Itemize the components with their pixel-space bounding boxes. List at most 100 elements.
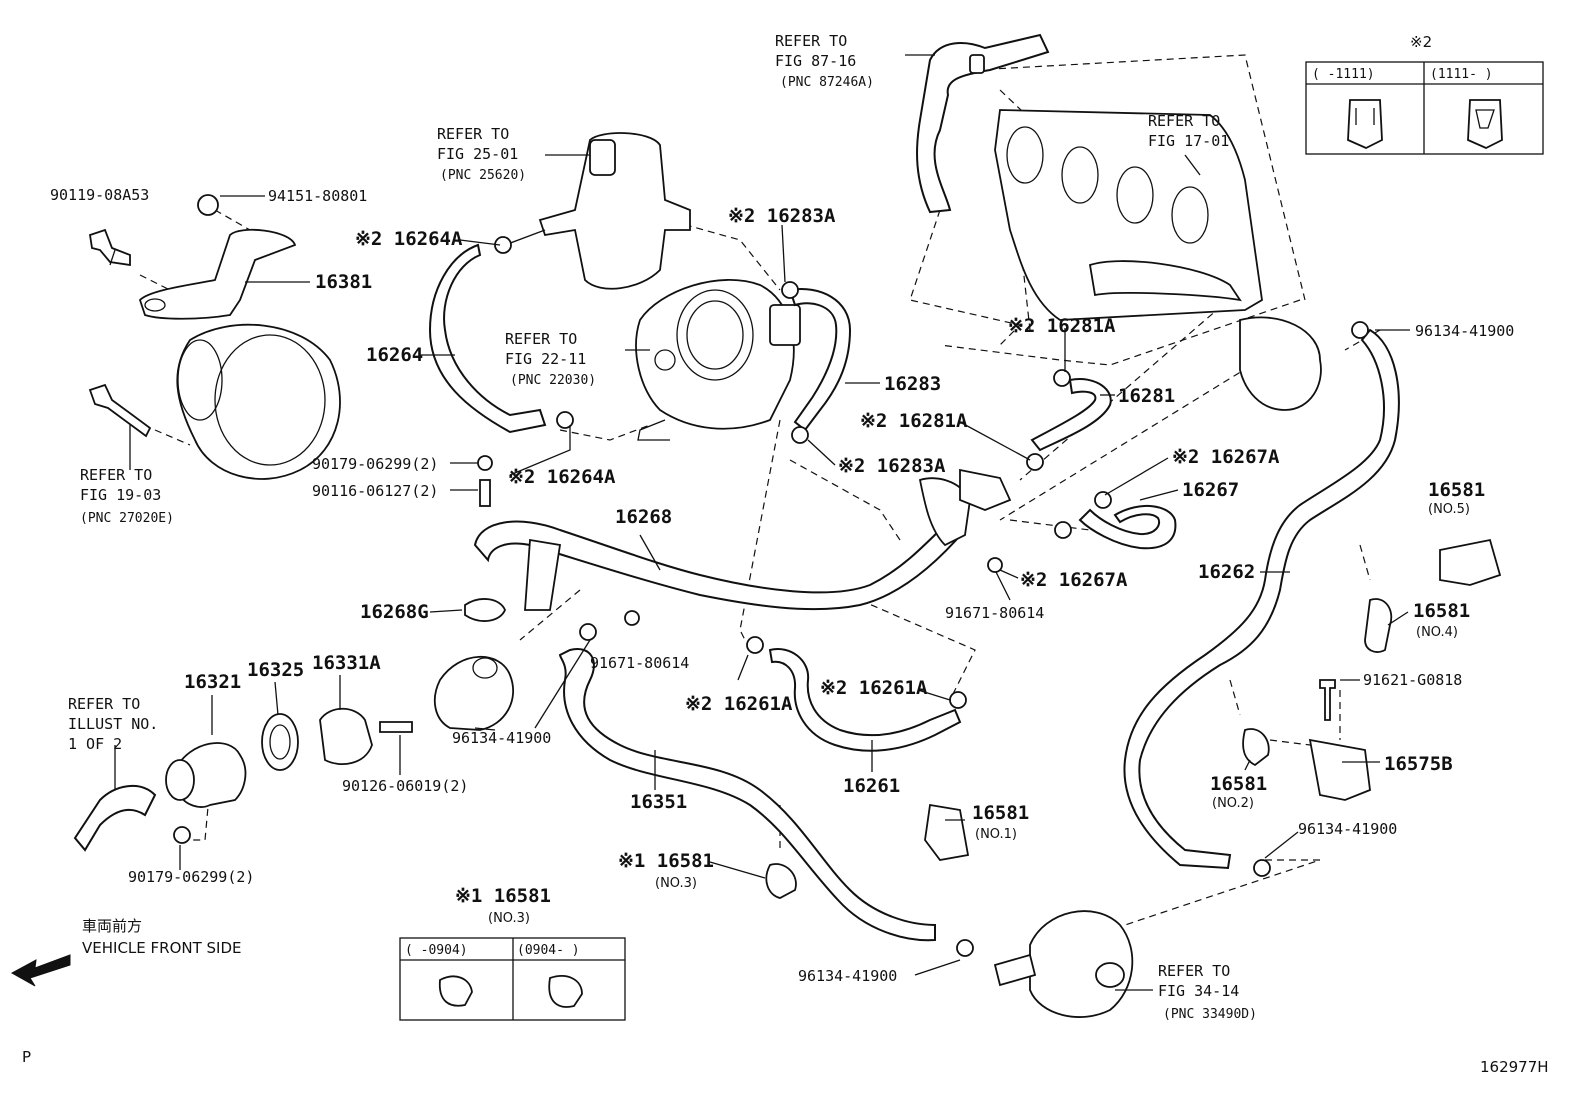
label-90126-06019: 90126-06019(2) [342,777,468,795]
label-90116-06127: 90116-06127(2) [312,482,438,500]
table-bl-col1: ( -0904) [405,943,468,958]
thermostat-16331a [319,707,373,765]
throttle-body [635,279,795,430]
bolt-91621 [1319,679,1336,721]
label-16264a-bot: ※2 16264A [508,466,616,488]
label-refer-22-11: REFER TO [505,330,577,348]
label-fig-17-01: FIG 17-01 [1148,132,1229,150]
variant-table-top-right: ※2 ( -1111) (1111- ) [1305,33,1544,155]
label-94151-80801: 94151-80801 [268,187,367,205]
clamp-16264a-bot [556,411,574,429]
label-16264: 16264 [366,344,423,366]
intake-manifold [994,109,1263,321]
clamp-16281a-top [1053,369,1071,387]
label-91671-80614-a: 91671-80614 [945,604,1044,622]
hose-16351 [558,648,936,942]
label-front-jp: 車両前方 [82,917,142,935]
clamp-16261a-l [746,636,764,654]
clip-new-icon [1467,99,1503,149]
label-16262: 16262 [1198,561,1255,583]
label-16321: 16321 [184,671,241,693]
table-tr-col1: ( -1111) [1312,67,1375,82]
label-pnc-25620: (PNC 25620) [440,168,526,183]
nut-94151 [197,194,219,216]
bolt-91671-b [624,610,640,626]
label-no2: (NO.2) [1212,796,1254,811]
nut-90179-a [477,455,493,471]
label-16261a-l: ※2 16261A [685,693,793,715]
hose-16262 [1123,328,1400,870]
label-16581-no1: 16581 [972,802,1029,824]
label-16581-no2: 16581 [1210,773,1267,795]
label-fig-25-01: FIG 25-01 [437,145,518,163]
hose-16261 [768,648,962,752]
label-16267a-bot: ※2 16267A [1020,569,1128,591]
label-fig-22-11: FIG 22-11 [505,350,586,368]
label-one-of-two: 1 OF 2 [68,735,122,753]
label-refer-34-14: REFER TO [1158,962,1230,980]
bolt-91671-a [987,557,1003,573]
clip-16581-no2 [1242,728,1270,767]
clamp-96134-b [956,939,974,957]
label-refer-19-03: REFER TO [80,466,152,484]
heater-hose-top [916,33,1050,214]
label-no3: (NO.3) [655,876,697,891]
table-bl-sub: (NO.3) [488,911,530,926]
table-tr-title: ※2 [1410,33,1432,51]
clip-16581-no3 [765,863,797,899]
clamp-new-icon [548,975,583,1008]
label-refer-87-16: REFER TO [775,32,847,50]
variant-table-bottom-left: ※1 16581 (NO.3) ( -0904) (0904- ) [399,885,626,1021]
label-16351: 16351 [630,791,687,813]
label-16264a-top: ※2 16264A [355,228,463,250]
label-16581-no4: 16581 [1413,600,1470,622]
label-fig-34-14: FIG 34-14 [1158,982,1239,1000]
oil-cooler [1029,910,1134,1018]
label-16581-no3: ※1 16581 [618,850,714,872]
label-pnc-87246a: (PNC 87246A) [780,75,874,90]
label-90179-06299-b: 90179-06299(2) [128,868,254,886]
label-16281a-mid: ※2 16281A [860,410,968,432]
label-16267a-top: ※2 16267A [1172,446,1280,468]
table-bl-col2: (0904- ) [517,943,580,958]
clip-old-icon [1347,99,1383,149]
label-96134-41900-b: 96134-41900 [798,967,897,985]
clamp-16283a-mid [791,426,809,444]
table-bl-title: ※1 16581 [455,885,551,907]
label-pnc-22030: (PNC 22030) [510,373,596,388]
clamp-96134-m [579,623,597,641]
label-16268: 16268 [615,506,672,528]
egr-cooler [1239,316,1322,411]
bracket-16381 [138,228,297,320]
table-tr-col2: (1111- ) [1430,67,1493,82]
clamp-16267a-top [1094,491,1112,509]
label-16268g: 16268G [360,601,429,623]
label-16281a-top: ※2 16281A [1008,315,1116,337]
part-labels: REFER TO FIG 87-16 (PNC 87246A) REFER TO… [22,32,1549,1076]
label-16261a-r: ※2 16261A [820,677,928,699]
label-16283a-mid: ※2 16283A [838,455,946,477]
hose-illust [73,784,157,852]
label-refer-17-01: REFER TO [1148,112,1220,130]
label-90179-06299-a: 90179-06299(2) [312,455,438,473]
oil-filter-housing [176,323,341,480]
clamp-96134-r [1253,859,1271,877]
water-outlet [433,655,515,731]
label-no5: (NO.5) [1428,502,1470,517]
label-91671-80614-b: 91671-80614 [590,654,689,672]
label-16267: 16267 [1182,479,1239,501]
hose-16267 [1078,504,1177,550]
label-16283: 16283 [884,373,941,395]
hose-16281 [1030,378,1112,452]
leader-lines [109,54,1410,991]
label-pnc-33490d: (PNC 33490D) [1163,1007,1257,1022]
clamp-old-icon [438,975,473,1007]
stud-90116 [479,479,491,507]
vehicle-front-arrow [10,954,71,987]
label-16261: 16261 [843,775,900,797]
label-16581-no5: 16581 [1428,479,1485,501]
clamp-96134-tr [1351,321,1369,339]
clip-16581-no1 [924,803,970,861]
clamp-16261a-r [949,691,967,709]
